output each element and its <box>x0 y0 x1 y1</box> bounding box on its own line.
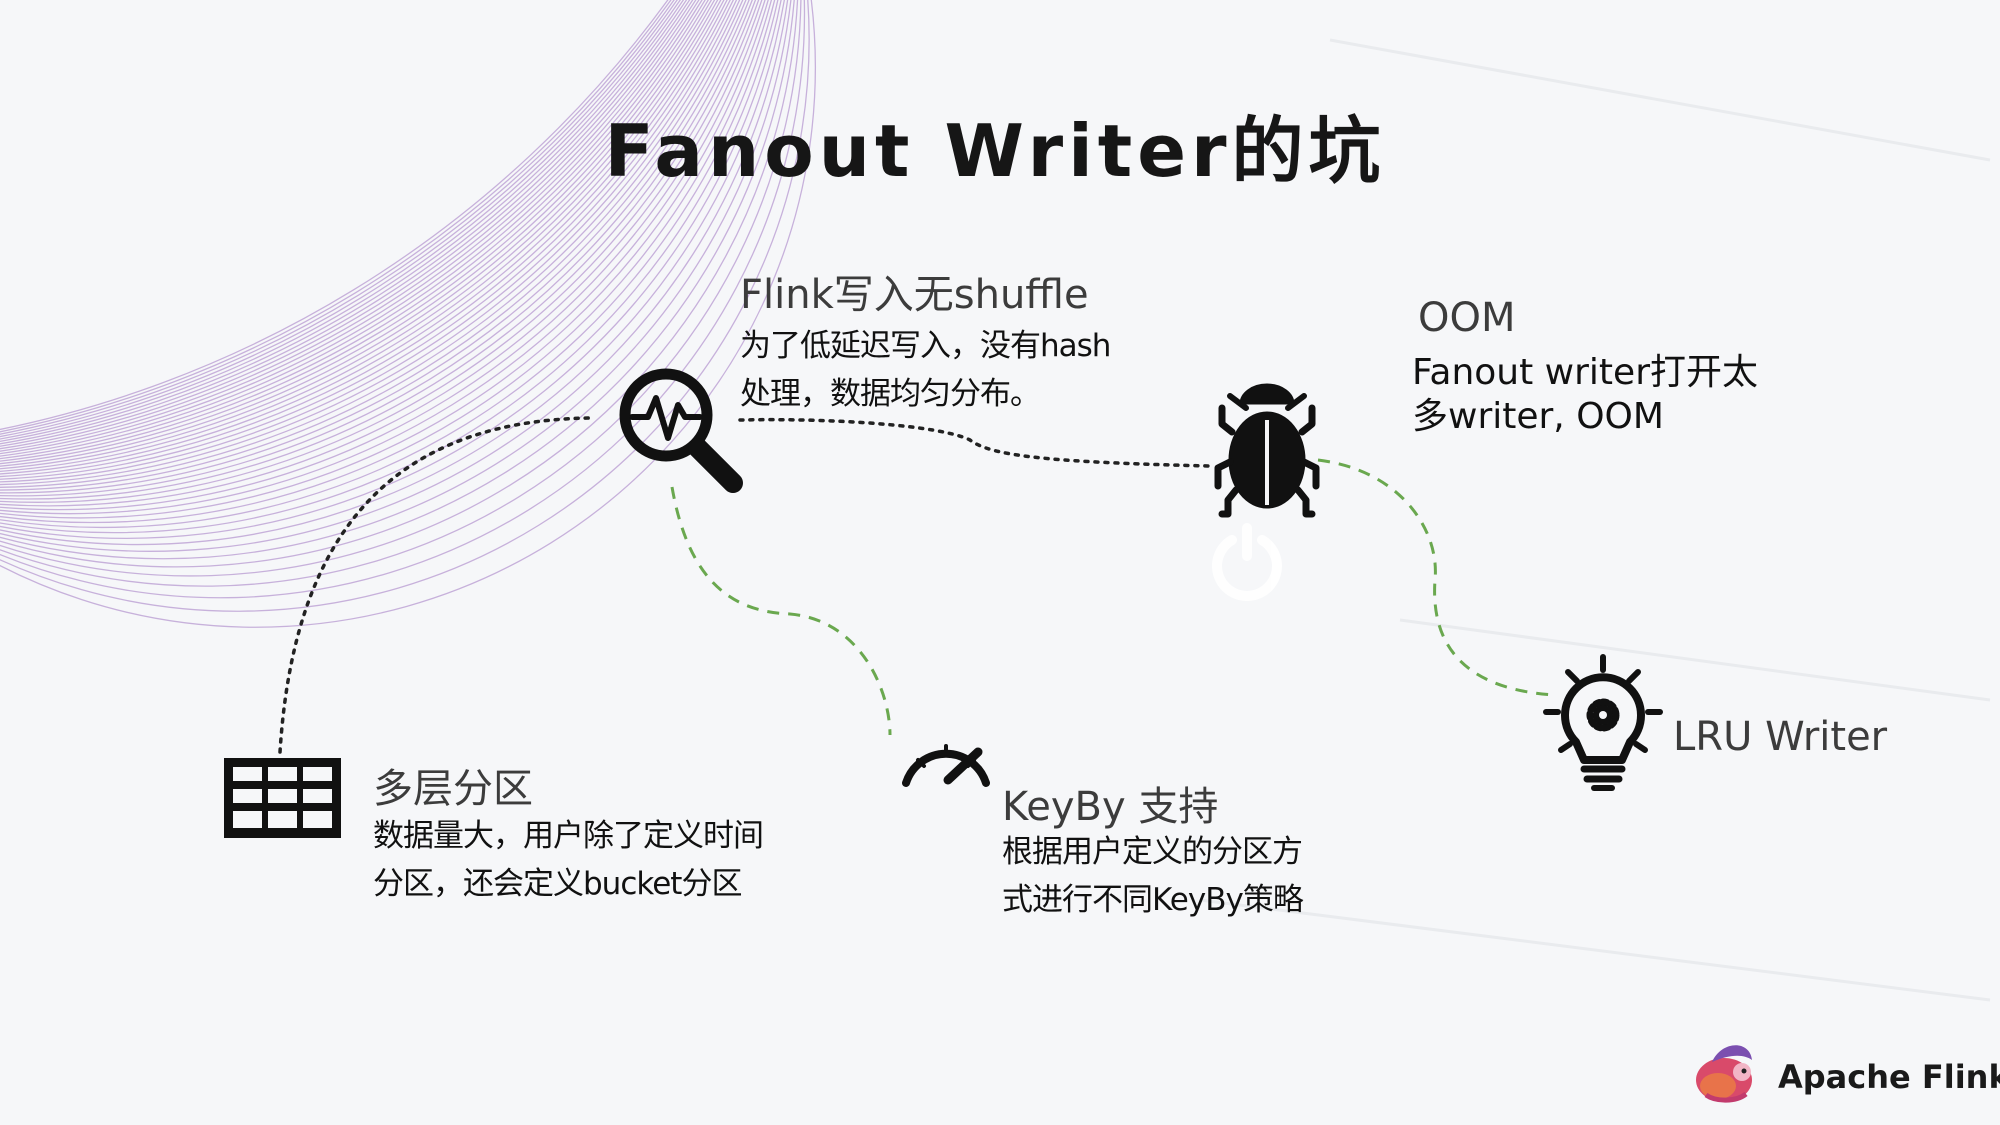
decorative-arc <box>0 0 719 470</box>
decorative-arc <box>0 0 672 433</box>
decorative-arc <box>0 0 744 491</box>
decorative-arc <box>0 0 731 480</box>
decorative-arc <box>0 0 776 528</box>
node-title-oom: OOM <box>1418 295 1516 341</box>
decorative-arc <box>0 0 713 465</box>
decorative-arc <box>0 0 728 478</box>
decorative-arc <box>0 0 706 460</box>
decorative-arc <box>0 0 703 457</box>
table-grid-icon <box>224 758 341 838</box>
decorative-arc <box>0 0 753 500</box>
desc-line: 数据量大，用户除了定义时间 <box>373 818 764 854</box>
decorative-arc <box>0 0 789 552</box>
decorative-arc <box>0 0 734 483</box>
decorative-arc <box>0 0 785 546</box>
decorative-arc <box>0 0 802 587</box>
power-icon <box>1212 523 1282 601</box>
link-grid-to-search <box>278 416 594 754</box>
link-search-to-speedometer <box>670 486 892 736</box>
node-desc-keyby: 根据用户定义的分区方 式进行不同KeyBy策略 <box>1002 828 1304 924</box>
desc-line: 根据用户定义的分区方 <box>1002 834 1303 870</box>
flink-squirrel-logo <box>1696 1045 1752 1103</box>
decorative-arc <box>0 0 678 438</box>
decorative-arc <box>0 0 691 447</box>
link-search-to-bug <box>738 417 1212 468</box>
brand-name: Apache Flink <box>1778 1058 2000 1096</box>
decorative-arc <box>0 0 760 507</box>
decorative-arc <box>0 0 779 534</box>
node-desc-oom: Fanout writer打开太 多writer, OOM <box>1412 351 1758 439</box>
decorative-arc <box>0 0 669 431</box>
desc-line: Fanout writer打开太 <box>1412 352 1758 393</box>
decorative-arc <box>0 0 688 445</box>
decorative-arc <box>0 0 773 524</box>
decorative-arc <box>0 0 694 450</box>
decorative-arc <box>0 0 722 472</box>
node-title-multi-partition: 多层分区 <box>373 766 533 812</box>
decorative-arc <box>0 0 685 442</box>
decorative-arc <box>0 0 741 488</box>
decorative-arc <box>0 0 817 628</box>
decorative-arc <box>0 0 799 577</box>
lightbulb-gear-icon <box>1543 654 1663 791</box>
desc-line: 为了低延迟写入，没有hash <box>740 328 1111 364</box>
decorative-arc <box>0 0 716 467</box>
desc-line: 处理，数据均匀分布。 <box>740 376 1041 412</box>
decorative-arc <box>0 0 750 497</box>
decorative-arc <box>0 0 700 455</box>
decorative-arc <box>0 0 697 452</box>
decorative-arc <box>0 0 675 435</box>
decorative-arc <box>0 0 725 475</box>
speedometer-icon <box>902 744 990 787</box>
decorative-arc-lines <box>0 0 817 628</box>
decorative-arc <box>0 0 757 503</box>
node-title-keyby: KeyBy 支持 <box>1002 784 1219 830</box>
background-faint-streaks <box>1199 38 1991 1002</box>
decorative-arc <box>0 0 766 515</box>
node-title-lru: LRU Writer <box>1673 714 1888 760</box>
decorative-arc <box>0 0 792 560</box>
decorative-arc <box>0 0 738 486</box>
page-title: Fanout Writer的坑 <box>604 109 1386 193</box>
desc-line: 多writer, OOM <box>1412 396 1664 437</box>
node-desc-no-shuffle: 为了低延迟写入，没有hash 处理，数据均匀分布。 <box>740 322 1111 418</box>
desc-line: 式进行不同KeyBy策略 <box>1002 882 1304 918</box>
link-bug-to-lightbulb <box>1317 458 1556 697</box>
decorative-arc <box>0 0 795 568</box>
decorative-arc <box>0 0 709 462</box>
desc-line: 分区，还会定义bucket分区 <box>373 866 742 902</box>
decorative-arc <box>0 0 782 539</box>
magnifier-pulse-icon <box>619 368 743 493</box>
node-desc-multi-partition: 数据量大，用户除了定义时间 分区，还会定义bucket分区 <box>373 812 764 908</box>
decorative-arc <box>0 0 769 519</box>
decorative-arc <box>0 0 806 599</box>
decorative-arc <box>0 0 681 440</box>
decorative-arc <box>0 0 763 511</box>
decorative-arc <box>0 0 810 612</box>
bug-icon <box>1214 383 1320 518</box>
decorative-arc <box>0 0 747 494</box>
node-title-no-shuffle: Flink写入无shuffle <box>740 272 1089 318</box>
